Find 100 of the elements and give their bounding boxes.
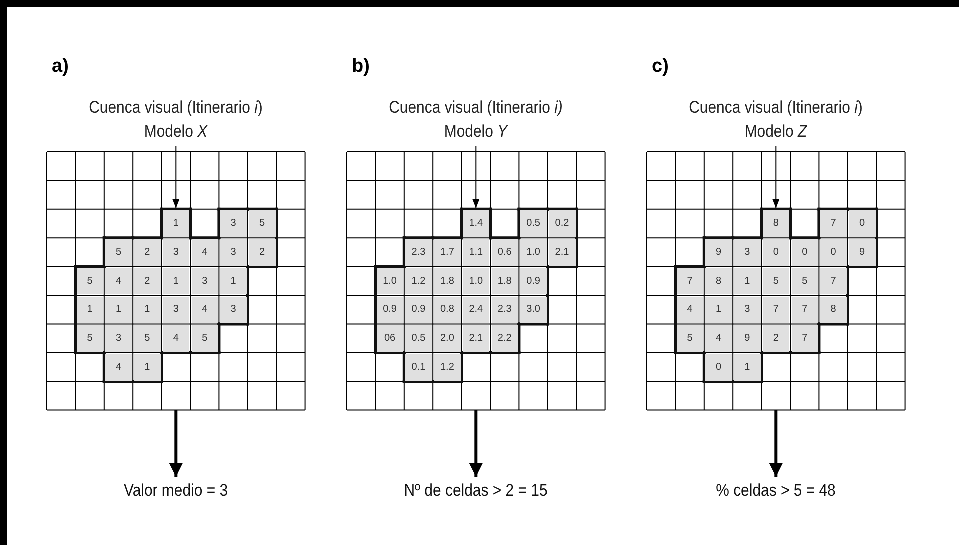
grid-cell: 1.0 bbox=[376, 268, 404, 294]
grid-cell: 0 bbox=[848, 210, 876, 238]
grid-cell: 0.2 bbox=[548, 210, 576, 238]
grid-cell: 1.8 bbox=[492, 268, 518, 294]
grid-cell: 5 bbox=[676, 325, 704, 352]
grid-cell: 1 bbox=[220, 268, 247, 294]
grid-cell: 4 bbox=[105, 268, 132, 294]
grid-cell: 0.5 bbox=[520, 210, 547, 238]
grid-cell: 1.8 bbox=[434, 268, 461, 294]
grid-cell: 2.0 bbox=[434, 325, 461, 352]
arrow bbox=[472, 146, 480, 209]
grid-cell: 3 bbox=[734, 239, 761, 266]
grid-cell: 5 bbox=[762, 268, 790, 294]
grid-cell: 2.1 bbox=[548, 239, 576, 266]
grid-cell: 0.9 bbox=[376, 296, 404, 324]
grid-cell: 0.1 bbox=[405, 354, 432, 381]
grid-cell: 0.9 bbox=[405, 296, 432, 324]
raster-grid bbox=[647, 152, 906, 410]
grid-cell: 0 bbox=[762, 239, 790, 266]
grid-cell: 0 bbox=[792, 239, 818, 266]
grid-cell: 4 bbox=[162, 325, 190, 352]
grid-cell: 3 bbox=[105, 325, 132, 352]
arrow bbox=[469, 410, 484, 477]
grid-cell: 4 bbox=[105, 354, 132, 381]
grid-cell: 1.2 bbox=[405, 268, 432, 294]
grid-cell: 1.0 bbox=[462, 268, 490, 294]
grid-cell: 5 bbox=[192, 325, 218, 352]
grid-cell: 1 bbox=[105, 296, 132, 324]
grid-cell: 3 bbox=[162, 239, 190, 266]
grid-cell: 0.6 bbox=[492, 239, 518, 266]
panel-label: b) bbox=[352, 56, 370, 78]
arrow bbox=[169, 410, 184, 477]
grid-cell: 0 bbox=[705, 354, 732, 381]
grid-cell: 2.3 bbox=[492, 296, 518, 324]
grid-cell: 8 bbox=[705, 268, 732, 294]
grid-cell: 3 bbox=[162, 296, 190, 324]
model-name: Modelo Z bbox=[744, 122, 808, 142]
grid-cell: 1 bbox=[134, 296, 161, 324]
grid-cell: 3 bbox=[192, 268, 218, 294]
grid-cell: 2.1 bbox=[462, 325, 490, 352]
grid-cell: 2 bbox=[762, 325, 790, 352]
grid-cell: 1.0 bbox=[520, 239, 547, 266]
grid-cell: 7 bbox=[762, 296, 790, 324]
arrow bbox=[172, 146, 180, 209]
caption-title: Cuenca visual (Itinerario i) bbox=[388, 98, 564, 118]
grid-cell: 2.4 bbox=[462, 296, 490, 324]
caption-title: Cuenca visual (Itinerario i) bbox=[88, 98, 264, 118]
result-text: Nº de celdas > 2 = 15 bbox=[379, 481, 573, 501]
grid-cell: 1 bbox=[162, 210, 190, 238]
grid-cell: 0.9 bbox=[520, 268, 547, 294]
grid-cell: 2.3 bbox=[405, 239, 432, 266]
grid-cell: 5 bbox=[134, 325, 161, 352]
grid-cell: 1 bbox=[76, 296, 104, 324]
grid-cell: 7 bbox=[820, 268, 847, 294]
grid-cell: 1 bbox=[705, 296, 732, 324]
grid-cell: 1.2 bbox=[434, 354, 461, 381]
arrow bbox=[769, 410, 784, 477]
grid-cell: 2 bbox=[134, 239, 161, 266]
grid-cell: 5 bbox=[248, 210, 276, 238]
grid-cell: 1 bbox=[734, 268, 761, 294]
grid-cell: 1 bbox=[134, 354, 161, 381]
raster-grid bbox=[47, 152, 306, 410]
grid-cell: 2.2 bbox=[492, 325, 518, 352]
grid-cell: 9 bbox=[705, 239, 732, 266]
panel-label: c) bbox=[652, 56, 669, 78]
grid-cell: 3 bbox=[734, 296, 761, 324]
grid-cell: 5 bbox=[105, 239, 132, 266]
grid-cell: 0.5 bbox=[405, 325, 432, 352]
panel-label: a) bbox=[52, 56, 69, 78]
grid-cell: 3 bbox=[220, 239, 247, 266]
grid-cell: 3.0 bbox=[520, 296, 547, 324]
result-text: % celdas > 5 = 48 bbox=[679, 481, 873, 501]
grid-cell: 5 bbox=[792, 268, 818, 294]
grid-cell: 3 bbox=[220, 296, 247, 324]
grid-cell: 4 bbox=[676, 296, 704, 324]
grid-cell: 0.8 bbox=[434, 296, 461, 324]
caption-title: Cuenca visual (Itinerario i) bbox=[688, 98, 864, 118]
result-text: Valor medio = 3 bbox=[79, 481, 273, 501]
raster-grid bbox=[347, 152, 606, 410]
grid-cell: 2 bbox=[134, 268, 161, 294]
grid-cell: 1 bbox=[734, 354, 761, 381]
grid-cell: 5 bbox=[76, 268, 104, 294]
grid-cell: 7 bbox=[792, 296, 818, 324]
grid-cell: 2 bbox=[248, 239, 276, 266]
grid-cell: 06 bbox=[376, 325, 404, 352]
grid-cell: 1.4 bbox=[462, 210, 490, 238]
grid-cell: 9 bbox=[848, 239, 876, 266]
grid-cell: 1 bbox=[162, 268, 190, 294]
model-name: Modelo X bbox=[144, 122, 209, 142]
grid-cell: 5 bbox=[76, 325, 104, 352]
grid-cell: 8 bbox=[820, 296, 847, 324]
grid-cell: 7 bbox=[676, 268, 704, 294]
model-name: Modelo Y bbox=[444, 122, 510, 142]
grid-cell: 3 bbox=[220, 210, 247, 238]
grid-cell: 1.7 bbox=[434, 239, 461, 266]
grid-cell: 7 bbox=[820, 210, 847, 238]
grid-cell: 9 bbox=[734, 325, 761, 352]
grid-cell: 0 bbox=[820, 239, 847, 266]
grid-cell: 4 bbox=[192, 239, 218, 266]
grid-cell: 4 bbox=[192, 296, 218, 324]
